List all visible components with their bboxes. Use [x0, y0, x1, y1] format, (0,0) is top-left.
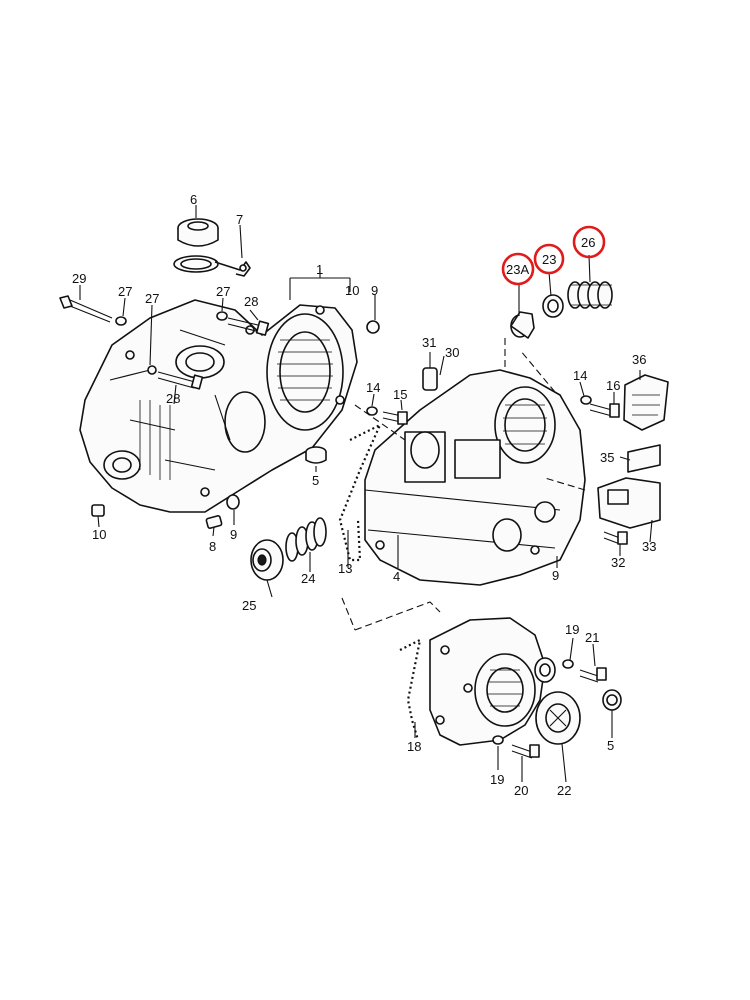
- label-22: 22: [557, 783, 571, 798]
- label-25: 25: [242, 598, 256, 613]
- label-15: 15: [393, 387, 407, 402]
- label-5-b: 5: [607, 738, 614, 753]
- label-32: 32: [611, 555, 625, 570]
- bolts-left: [59, 295, 270, 390]
- label-19-a: 19: [565, 622, 579, 637]
- bearing-set: [510, 281, 613, 339]
- part-labels: 6 7 29 27 27 27 28 28 1 10 9 10 8 9 5 13…: [72, 192, 656, 798]
- label-21: 21: [585, 630, 599, 645]
- label-4: 4: [393, 569, 400, 584]
- label-23: 23: [542, 252, 556, 267]
- plug-10: [91, 504, 105, 517]
- label-14-a: 14: [366, 380, 380, 395]
- label-18: 18: [407, 739, 421, 754]
- label-30: 30: [445, 345, 459, 360]
- label-10-b: 10: [92, 527, 106, 542]
- label-9-b: 9: [230, 527, 237, 542]
- label-24: 24: [301, 571, 315, 586]
- washer-9-top: [366, 320, 380, 334]
- shift-cover: [173, 218, 251, 277]
- label-26: 26: [581, 235, 595, 250]
- label-9-a: 9: [371, 283, 378, 298]
- label-10-a: 10: [345, 283, 359, 298]
- label-27-b: 27: [145, 291, 159, 306]
- label-27-c: 27: [216, 284, 230, 299]
- switch-parts: [580, 374, 669, 545]
- highlight-26: [572, 225, 606, 259]
- final-drive-cover: [399, 617, 622, 759]
- label-28-b: 28: [166, 391, 180, 406]
- label-27-a: 27: [118, 284, 132, 299]
- label-20: 20: [514, 783, 528, 798]
- label-33: 33: [642, 539, 656, 554]
- label-31: 31: [422, 335, 436, 350]
- label-19-b: 19: [490, 772, 504, 787]
- label-7: 7: [236, 212, 243, 227]
- gearbox-housing: [338, 369, 586, 586]
- leader-lines: [79, 205, 653, 783]
- label-14-b: 14: [573, 368, 587, 383]
- clutch-housing: [79, 299, 358, 513]
- shaft-seals: [250, 517, 327, 581]
- label-35: 35: [600, 450, 614, 465]
- label-1: 1: [316, 262, 323, 277]
- label-8: 8: [209, 539, 216, 554]
- label-16: 16: [606, 378, 620, 393]
- label-9-c: 9: [552, 568, 559, 583]
- label-13: 13: [338, 561, 352, 576]
- label-28-a: 28: [244, 294, 258, 309]
- pin-31: [422, 367, 438, 391]
- label-36: 36: [632, 352, 646, 367]
- label-29: 29: [72, 271, 86, 286]
- highlight-23: [533, 243, 565, 275]
- washer-9: [226, 494, 240, 510]
- label-23A: 23A: [506, 262, 529, 277]
- label-5-a: 5: [312, 473, 319, 488]
- label-6: 6: [190, 192, 197, 207]
- highlight-23A: [501, 252, 535, 286]
- bush-8: [205, 515, 223, 529]
- washer-14-mid: [366, 406, 378, 416]
